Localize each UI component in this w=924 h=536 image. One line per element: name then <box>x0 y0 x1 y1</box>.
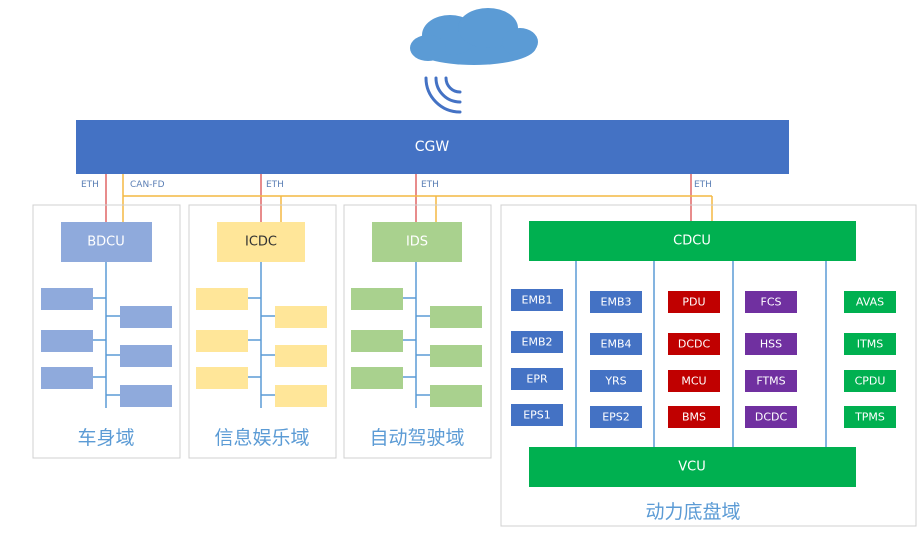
backbone-links <box>105 174 713 222</box>
cgw-label: CGW <box>415 139 450 155</box>
ecu-box <box>668 406 720 428</box>
canfd-label: CAN-FD <box>130 180 165 190</box>
info-ecu-box <box>196 288 248 310</box>
ids-label: IDS <box>406 235 428 250</box>
body-domain-title: 车身域 <box>77 427 134 449</box>
info-ecu-box <box>275 345 327 367</box>
ads-ecu-box <box>351 367 403 389</box>
ecu-box <box>590 406 642 428</box>
ecu-box <box>668 333 720 355</box>
ecu-label: EPS1 <box>523 409 551 422</box>
chassis-domain-title: 动力底盘域 <box>645 501 740 523</box>
ecu-box <box>511 331 563 353</box>
info-ecu-box <box>275 306 327 328</box>
body-ecu-box <box>41 367 93 389</box>
ecu-box <box>511 289 563 311</box>
chassis-ecus <box>511 289 896 428</box>
vcu-label: VCU <box>678 460 706 475</box>
ecu-label: EMB2 <box>522 336 553 349</box>
info-ecu-box <box>196 330 248 352</box>
ads-domain <box>351 222 482 408</box>
ecu-label: EMB4 <box>601 338 632 351</box>
ecu-box <box>844 370 896 392</box>
ecu-box <box>745 370 797 392</box>
ecu-box <box>745 291 797 313</box>
ads-ecu-box <box>430 345 482 367</box>
ecu-box <box>511 404 563 426</box>
ecu-box <box>668 291 720 313</box>
ecu-label: EMB1 <box>522 294 553 307</box>
ecu-box <box>844 291 896 313</box>
icdc-label: ICDC <box>245 235 277 250</box>
eth-label-body: ETH <box>81 180 99 190</box>
info-domain-title: 信息娱乐域 <box>214 427 309 449</box>
ecu-box <box>844 333 896 355</box>
ecu-box <box>590 291 642 313</box>
cgw-gateway-box <box>76 120 789 174</box>
ecu-box <box>745 406 797 428</box>
body-ecu-box <box>41 330 93 352</box>
info-ecu-box <box>196 367 248 389</box>
body-ecu-box <box>41 288 93 310</box>
ecu-box <box>511 368 563 390</box>
ads-domain-title: 自动驾驶域 <box>369 427 464 449</box>
ecu-box <box>745 333 797 355</box>
ecu-label: DCDC <box>755 411 788 424</box>
ecu-label: AVAS <box>856 296 884 309</box>
info-domain <box>196 222 327 408</box>
bdcu-box <box>61 222 152 262</box>
body-ecu-box <box>120 306 172 328</box>
info-domain-panel <box>188 204 337 459</box>
ads-ecu-box <box>351 330 403 352</box>
ecu-label: FTMS <box>756 375 785 388</box>
ecu-label: ITMS <box>857 338 883 351</box>
bdcu-label: BDCU <box>87 235 125 250</box>
ecu-label: DCDC <box>678 338 711 351</box>
ecu-label: BMS <box>682 411 706 424</box>
ads-domain-panel <box>343 204 492 459</box>
ecu-label: MCU <box>681 375 706 388</box>
ads-ecu-box <box>430 306 482 328</box>
ecu-label: EMB3 <box>601 296 632 309</box>
ecu-box <box>590 333 642 355</box>
wireless-signal-icon <box>424 76 462 114</box>
ecu-label: PDU <box>682 296 705 309</box>
chassis-domain-panel <box>500 204 917 527</box>
eth-label-chassis: ETH <box>694 180 712 190</box>
body-ecu-box <box>120 385 172 407</box>
info-ecu-box <box>275 385 327 407</box>
eth-label-ads: ETH <box>421 180 439 190</box>
icdc-box <box>217 222 305 262</box>
ecu-label: YRS <box>604 375 626 388</box>
ecu-label: EPR <box>526 373 548 386</box>
ecu-label: CPDU <box>855 375 886 388</box>
ecu-label: TPMS <box>854 411 885 424</box>
chassis-domain <box>529 221 856 487</box>
ecu-label: HSS <box>760 338 782 351</box>
vcu-box <box>529 447 856 487</box>
body-domain-panel <box>32 204 181 459</box>
eth-label-info: ETH <box>266 180 284 190</box>
body-domain <box>41 222 172 408</box>
ads-ecu-box <box>351 288 403 310</box>
cdcu-box <box>529 221 856 261</box>
cloud-icon <box>410 8 538 65</box>
ads-ecu-box <box>430 385 482 407</box>
ecu-box <box>590 370 642 392</box>
ecu-box <box>668 370 720 392</box>
ecu-label: EPS2 <box>602 411 630 424</box>
body-ecu-box <box>120 345 172 367</box>
ecu-box <box>844 406 896 428</box>
ecu-label: FCS <box>761 296 782 309</box>
ids-box <box>372 222 462 262</box>
cdcu-label: CDCU <box>673 234 711 249</box>
